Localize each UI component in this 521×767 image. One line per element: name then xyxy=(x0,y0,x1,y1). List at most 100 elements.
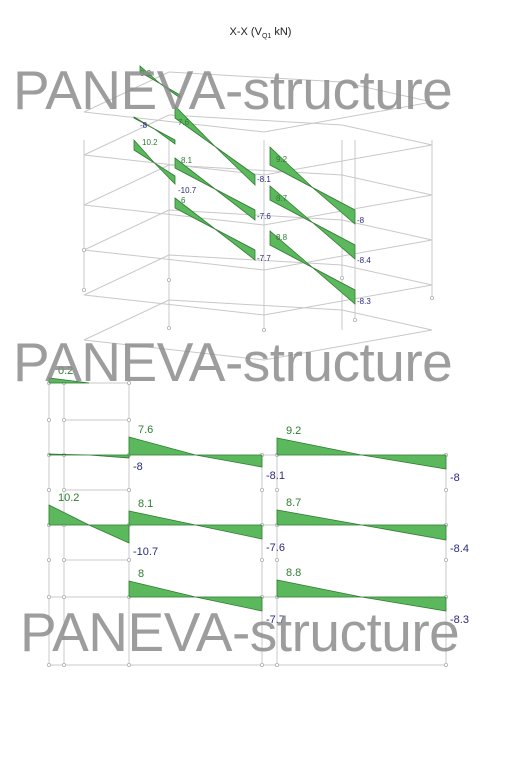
elev-label-left-6: 8.7 xyxy=(286,497,301,509)
iso-label-right-5: -7.6 xyxy=(257,212,271,221)
elev-node-5-5 xyxy=(443,558,448,563)
iso-label-left-4: 10.2 xyxy=(142,138,158,147)
iso-floor-left-4 xyxy=(83,254,170,296)
elev-label-right-5: -7.6 xyxy=(266,542,285,554)
elev-shear-positive-1 xyxy=(48,453,90,456)
iso-floor-front-5 xyxy=(83,339,265,361)
iso-shear-positive-6 xyxy=(269,185,313,223)
title-subscript: Q1 xyxy=(261,33,272,41)
elevation-value-labels: 0.2-87.6-8.19.2-810.2-10.78.1-7.68.7-8.4… xyxy=(58,365,469,626)
iso-label-left-3: 9.2 xyxy=(276,155,288,164)
iso-shear-positive-2 xyxy=(174,105,216,147)
iso-shear-positive-0 xyxy=(139,65,161,84)
elev-node-4-7 xyxy=(274,663,279,668)
elev-shear-negative-8 xyxy=(361,596,447,612)
diagram-title: X-X (VQ1 kN) xyxy=(0,26,521,40)
elev-shear-negative-7 xyxy=(195,596,263,612)
elev-shear-positive-7 xyxy=(128,580,196,598)
elev-label-right-1: -8 xyxy=(133,461,143,473)
elev-node-2-5 xyxy=(127,558,132,563)
iso-shear-positive-4 xyxy=(133,138,155,164)
iso-floor-right-5 xyxy=(341,309,433,331)
iso-label-left-5: 8.1 xyxy=(181,156,193,165)
iso-shear-positive-8 xyxy=(269,230,313,268)
iso-label-right-4: -10.7 xyxy=(178,186,197,195)
elev-node-1-1 xyxy=(62,417,67,422)
iso-floor-back-5 xyxy=(168,299,343,311)
iso-label-left-2: 7.6 xyxy=(178,118,190,127)
elev-label-left-2: 7.6 xyxy=(138,424,153,436)
elev-node-0-3 xyxy=(47,487,52,492)
iso-floor-left-1 xyxy=(83,114,170,156)
elev-node-2-7 xyxy=(127,663,132,668)
elev-label-right-6: -8.4 xyxy=(450,543,469,555)
elev-shear-positive-8 xyxy=(276,579,362,598)
elev-shear-positive-5 xyxy=(128,510,196,526)
elev-shear-positive-6 xyxy=(276,509,362,526)
elev-label-right-2: -8.1 xyxy=(266,470,285,482)
iso-shear-negative-4 xyxy=(154,162,176,185)
iso-node-5 xyxy=(339,275,344,280)
iso-floor-left-5 xyxy=(83,299,170,341)
elev-label-left-7: 8 xyxy=(138,568,144,580)
elev-label-left-5: 8.1 xyxy=(138,498,153,510)
elev-shear-positive-3 xyxy=(276,437,362,456)
elev-shear-negative-6 xyxy=(361,524,447,541)
title-prefix: X-X (V xyxy=(229,26,262,38)
iso-shear-negative-7 xyxy=(214,228,256,261)
iso-label-left-8: 8.8 xyxy=(276,233,288,242)
iso-label-left-0: 0.2 xyxy=(140,69,152,78)
iso-shear-negative-2 xyxy=(214,146,256,186)
iso-floor-frontright-4 xyxy=(263,284,433,316)
iso-shear-negative-3 xyxy=(312,187,356,225)
elev-label-right-3: -8 xyxy=(450,472,460,484)
iso-shear-positive-7 xyxy=(174,197,216,230)
elev-node-5-7 xyxy=(443,663,448,668)
iso-floor-right-2 xyxy=(341,174,433,196)
iso-floor-frontright-5 xyxy=(263,329,433,361)
elev-node-5-3 xyxy=(443,487,448,492)
elev-node-3-7 xyxy=(259,663,264,668)
iso-node-6 xyxy=(166,277,171,282)
elev-label-right-8: -8.3 xyxy=(450,614,469,626)
iso-label-right-3: -8 xyxy=(357,216,365,225)
elev-shear-positive-2 xyxy=(128,436,196,456)
elev-node-2-1 xyxy=(127,417,132,422)
elev-shear-negative-3 xyxy=(361,454,447,470)
title-suffix: kN) xyxy=(271,26,292,38)
iso-shear-negative-5 xyxy=(214,188,256,221)
elev-node-0-5 xyxy=(47,558,52,563)
elev-node-4-3 xyxy=(274,487,279,492)
elev-shear-positive-0 xyxy=(48,377,90,384)
iso-node-2 xyxy=(261,327,266,332)
elev-label-right-7: -7.7 xyxy=(266,614,285,626)
iso-floor-right-3 xyxy=(341,219,433,241)
elev-shear-negative-1 xyxy=(88,454,130,459)
iso-floor-right-1 xyxy=(341,124,433,146)
iso-label-right-2: -8.1 xyxy=(257,175,271,184)
elev-node-2-0 xyxy=(127,380,132,385)
iso-shear-negative-8 xyxy=(312,267,356,305)
iso-floor-front-2 xyxy=(83,204,265,226)
watermark-top: PANEVA-structure xyxy=(13,59,453,121)
iso-floor-back-4 xyxy=(168,254,343,266)
elev-node-3-3 xyxy=(259,487,264,492)
elev-label-left-0: 0.2 xyxy=(58,365,73,377)
iso-floor-right-4 xyxy=(341,264,433,286)
elev-node-1-7 xyxy=(62,663,67,668)
elev-label-right-4: -10.7 xyxy=(133,546,158,558)
elevation-shear-diagrams xyxy=(48,377,447,612)
iso-floor-back-3 xyxy=(168,209,343,221)
iso-shear-positive-3 xyxy=(269,146,313,188)
elev-node-0-6 xyxy=(47,595,52,600)
iso-shear-negative-0 xyxy=(159,83,181,99)
elev-node-1-6 xyxy=(62,595,67,600)
iso-node-0 xyxy=(82,287,87,292)
elev-label-left-8: 8.8 xyxy=(286,567,301,579)
iso-node-7 xyxy=(82,247,87,252)
iso-shear-positive-5 xyxy=(174,157,216,190)
elev-node-1-5 xyxy=(62,558,67,563)
elev-shear-negative-2 xyxy=(195,454,263,468)
iso-floor-back-2 xyxy=(168,164,343,176)
